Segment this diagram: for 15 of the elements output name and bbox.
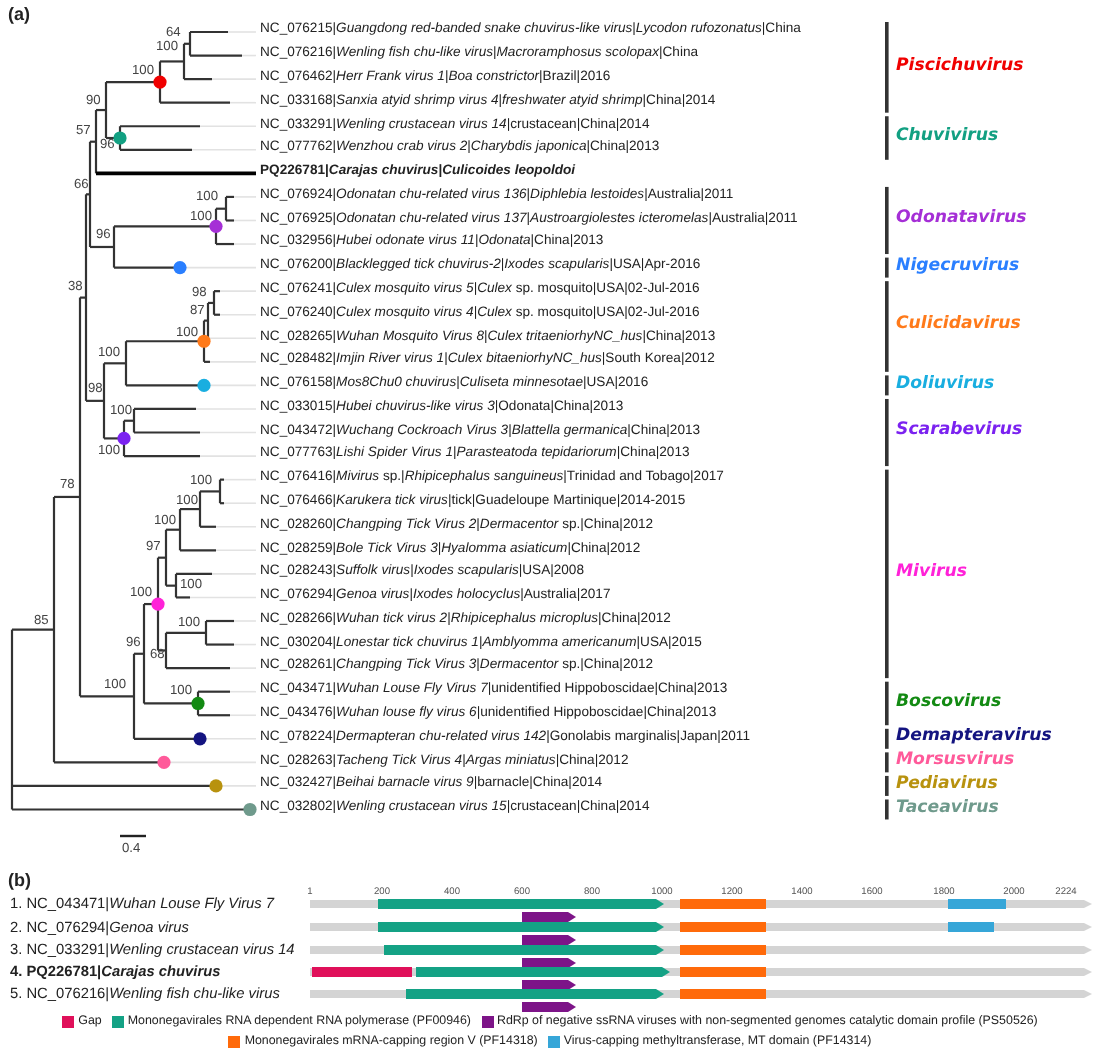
clade-name: Culicidavirus [896,316,1021,334]
clade-name: Taceavirus [896,799,999,817]
panel-label: (b) [8,872,31,890]
clade-name: Demapteravirus [896,728,1052,746]
clade-name: Scarabevirus [896,422,1023,440]
clade-name: Pediavirus [896,775,998,794]
clade-name: Doliuvirus [896,375,995,393]
panel-label: (a) [8,6,30,24]
clade-name: Mivirus [896,563,968,582]
clade-name: Nigecruvirus [896,257,1020,275]
clade-name: Boscovirus [896,693,1002,711]
clade-name: Piscichuvirus [896,57,1024,75]
clade-name: Odonatavirus [896,210,1027,228]
clade-name: Morsusvirus [896,752,1015,770]
clade-name: Chuvivirus [896,128,999,146]
